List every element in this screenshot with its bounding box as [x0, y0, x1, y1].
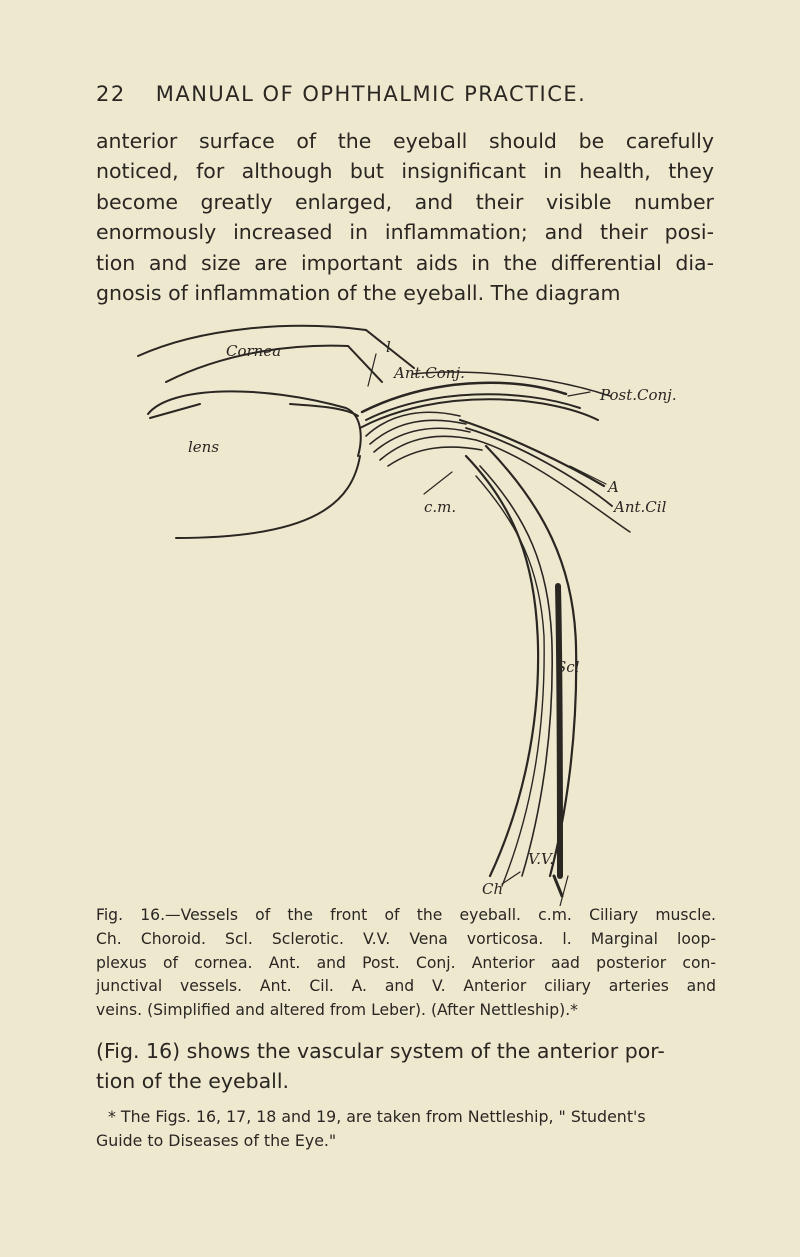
label-lens: lens	[188, 438, 219, 456]
ciliary-line	[373, 427, 471, 453]
label-vv: V.V.	[528, 850, 554, 868]
post-conj-pointer	[567, 391, 591, 397]
ant-cil-vessel-2	[465, 427, 613, 507]
body-line: gnosis of inflammation of the eyeball. T…	[96, 281, 621, 306]
body-line: tion and size are important aids in the …	[96, 250, 714, 275]
label-cornea: Cornea	[226, 342, 281, 360]
ciliary-line	[379, 435, 477, 461]
label-a: A	[606, 478, 619, 496]
label-l: l	[386, 338, 391, 356]
lens-upper-line	[147, 390, 362, 457]
footnote-line: * The Figs. 16, 17, 18 and 19, are taken…	[108, 1107, 646, 1126]
ciliary-line	[387, 446, 483, 467]
body-paragraph-2: (Fig. 16) shows the vascular system of t…	[96, 1036, 714, 1097]
cornea-outer-line	[137, 324, 415, 369]
caption-line: plexus of cornea. Ant. and Post. Conj. A…	[96, 953, 716, 972]
choroid-middle-wall	[479, 465, 553, 877]
label-ant-conj: Ant.Conj.	[392, 364, 465, 382]
body-paragraph: anterior surface of the eyeball should b…	[96, 126, 714, 308]
ch-pointer	[501, 871, 521, 885]
ant-conj-vessel-2	[365, 393, 581, 421]
vv-pointer	[559, 875, 569, 906]
ant-cil-vessel	[458, 418, 606, 488]
diagram-svg: Cornea l Ant.Conj. Post.Conj. lens c.m. …	[137, 324, 677, 906]
body-line: anterior surface of the eyeball should b…	[96, 129, 714, 153]
page-number: 22	[96, 82, 126, 106]
choroid-vessel	[475, 475, 545, 887]
choroid-inner-wall	[464, 454, 540, 878]
body-line: enormously increased in inflammation; an…	[96, 220, 714, 245]
vena-vorticosa-exit	[552, 874, 564, 898]
body-line: become greatly enlarged, and their visib…	[96, 189, 714, 214]
post-conj-vessel	[359, 398, 599, 429]
a-pointer	[569, 465, 607, 485]
running-title: MANUAL OF OPHTHALMIC PRACTICE.	[155, 82, 587, 106]
lens-lower-line	[175, 455, 361, 539]
ant-conj-vessel	[360, 381, 568, 414]
ciliary-line	[365, 411, 461, 437]
label-scl: Scl	[556, 658, 580, 676]
vena-vorticosa-vessel	[555, 583, 563, 879]
running-head: 22 MANUAL OF OPHTHALMIC PRACTICE.	[96, 82, 716, 106]
cornea-inner-line	[165, 344, 383, 383]
footnote-line: Guide to Diseases of the Eye."	[96, 1130, 337, 1150]
label-ant-cil: Ant.Cil	[612, 498, 667, 516]
ant-cil-vessel-3	[475, 439, 631, 533]
sclera-outer-wall	[484, 444, 578, 878]
caption-line: veins. (Simplified and altered from Lebe…	[96, 1001, 578, 1020]
body-line: tion of the eyeball.	[96, 1069, 290, 1094]
label-ch: Ch	[482, 880, 503, 898]
body-line: (Fig. 16) shows the vascular system of t…	[96, 1039, 665, 1063]
caption-line: junctival vessels. Ant. Cil. A. and V. A…	[96, 977, 716, 996]
footnote: * The Figs. 16, 17, 18 and 19, are taken…	[96, 1105, 736, 1152]
lens-edge-line	[149, 403, 201, 419]
body-line: noticed, for although but insignificant …	[96, 159, 714, 184]
label-cm: c.m.	[424, 498, 456, 516]
ciliary-line	[369, 419, 467, 445]
caption-line: Fig. 16.—Vessels of the front of the eye…	[96, 906, 716, 924]
l-pointer-line	[367, 353, 377, 387]
caption-line: Ch. Choroid. Scl. Sclerotic. V.V. Vena v…	[96, 929, 716, 948]
eyeball-vessels-diagram: Cornea l Ant.Conj. Post.Conj. lens c.m. …	[130, 316, 690, 906]
figure-caption: Fig. 16.—Vessels of the front of the eye…	[96, 904, 716, 1023]
post-conj-vessel-2	[411, 371, 611, 397]
cm-pointer	[423, 471, 453, 495]
lens-capsule-line	[289, 403, 359, 417]
label-post-conj: Post.Conj.	[599, 386, 677, 404]
